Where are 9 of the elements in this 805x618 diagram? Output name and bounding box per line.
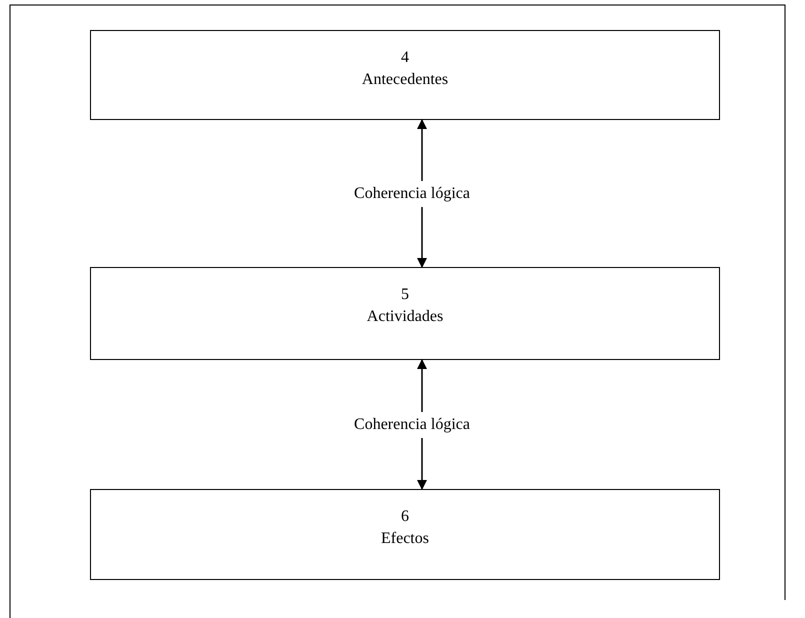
- step-number: 4: [400, 48, 410, 68]
- step-title: Antecedentes: [360, 70, 450, 90]
- step-title: Efectos: [380, 529, 430, 549]
- step-title: Actividades: [366, 307, 444, 327]
- step-number: 5: [400, 285, 410, 305]
- process-box: [90, 489, 720, 580]
- process-box: [90, 267, 720, 360]
- process-box: [90, 30, 720, 120]
- step-number: 6: [400, 507, 410, 527]
